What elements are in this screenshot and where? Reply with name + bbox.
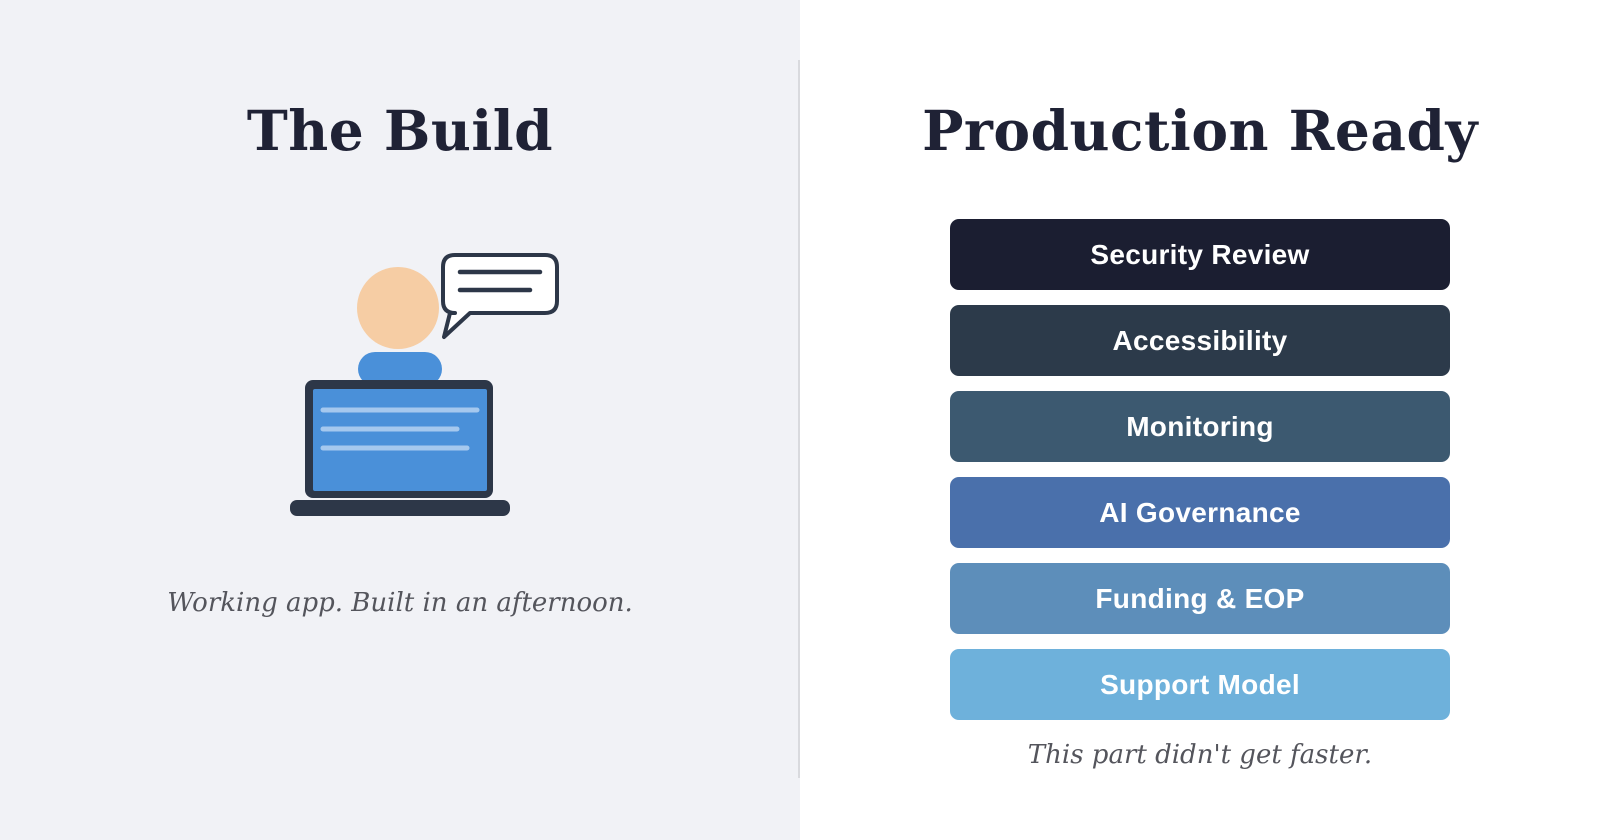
readiness-bar-funding-eop: Funding & EOP bbox=[950, 563, 1450, 634]
readiness-bar-label: AI Governance bbox=[1099, 496, 1301, 528]
left-caption: Working app. Built in an afternoon. bbox=[167, 588, 633, 618]
person-body-icon bbox=[358, 352, 442, 386]
laptop-screen-icon bbox=[313, 389, 487, 491]
readiness-bar-label: Support Model bbox=[1100, 668, 1300, 700]
readiness-bar-label: Monitoring bbox=[1126, 410, 1274, 442]
readiness-bar-label: Security Review bbox=[1090, 238, 1310, 270]
readiness-bar-ai-governance: AI Governance bbox=[950, 477, 1450, 548]
person-head-icon bbox=[357, 267, 439, 349]
left-panel: The Build Working app. Built in an after… bbox=[0, 0, 800, 840]
readiness-bar-monitoring: Monitoring bbox=[950, 391, 1450, 462]
laptop-base-icon bbox=[290, 500, 510, 516]
readiness-bar-security-review: Security Review bbox=[950, 219, 1450, 290]
readiness-bar-support-model: Support Model bbox=[950, 649, 1450, 720]
speech-bubble-icon bbox=[441, 253, 559, 339]
readiness-bar-label: Accessibility bbox=[1112, 324, 1288, 356]
right-panel-title: Production Ready bbox=[922, 98, 1478, 163]
right-caption: This part didn't get faster. bbox=[1027, 740, 1373, 770]
readiness-bar-accessibility: Accessibility bbox=[950, 305, 1450, 376]
left-panel-title: The Build bbox=[246, 98, 554, 163]
readiness-bar-label: Funding & EOP bbox=[1095, 582, 1305, 614]
panel-divider bbox=[798, 60, 800, 778]
person-at-laptop-illustration bbox=[290, 253, 559, 516]
